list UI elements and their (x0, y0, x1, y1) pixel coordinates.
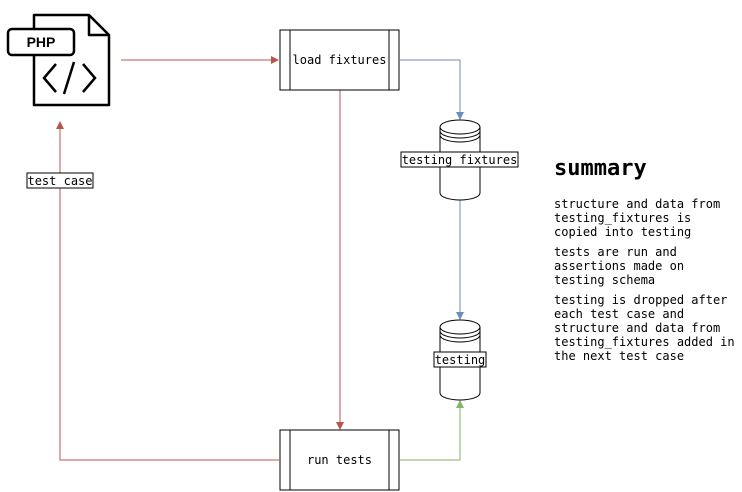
summary-paragraph-2: tests are run and assertions made on tes… (554, 245, 685, 287)
summary-paragraph-1: structure and data from testing_fixtures… (554, 197, 721, 239)
edge-label-test-case: test case (26, 172, 94, 189)
process-load-fixtures[interactable]: load fixtures (279, 29, 400, 91)
php-file-icon: PHP (6, 13, 111, 107)
edge-run-to-php (56, 121, 279, 461)
php-badge-text: PHP (27, 34, 56, 50)
edge-run-to-testing-db (400, 400, 464, 461)
summary-panel: summary structure and data from testing_… (554, 155, 740, 369)
process-run-tests[interactable]: run tests (279, 429, 400, 491)
testing-fixtures-label: testing_fixtures (402, 153, 518, 167)
load-fixtures-label: load fixtures (293, 53, 387, 67)
testing-label: testing (435, 353, 486, 367)
database-testing-fixtures[interactable]: testing_fixtures (400, 119, 519, 201)
edge-load-to-fixtures-db (400, 59, 464, 120)
test-case-label: test case (27, 174, 92, 188)
database-testing[interactable]: testing (433, 319, 487, 401)
summary-paragraph-3: testing is dropped after each test case … (554, 293, 735, 363)
run-tests-label: run tests (307, 453, 372, 467)
summary-title: summary (554, 156, 647, 181)
